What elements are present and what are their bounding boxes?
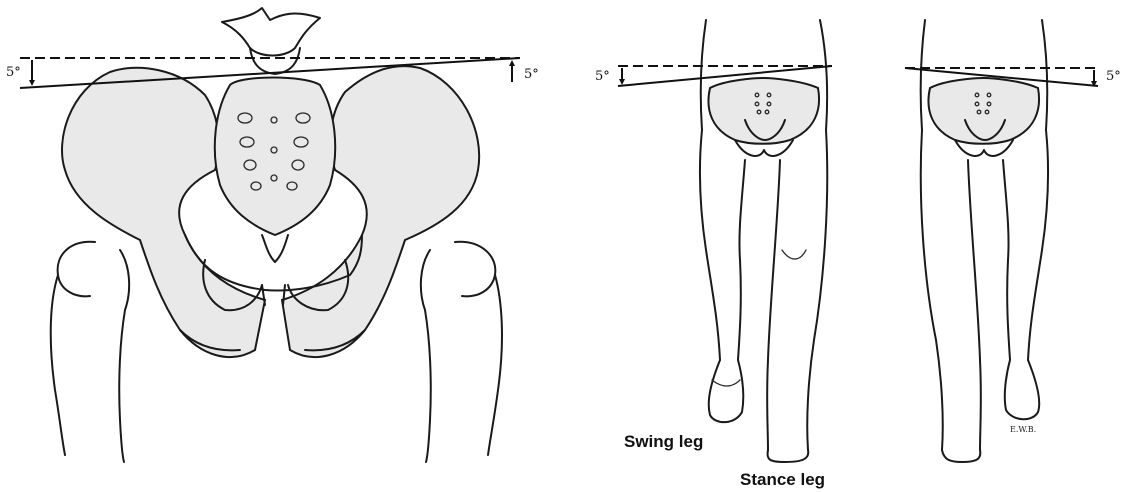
stance-leg-label: Stance leg	[740, 470, 825, 490]
figure-posterior-view-2: E.W.B.	[921, 20, 1048, 462]
swing-leg-label: Swing leg	[624, 432, 703, 452]
pelvis-illustration	[51, 8, 502, 462]
artist-signature: E.W.B.	[1010, 425, 1036, 434]
legs-left-angle-label: 5°	[595, 69, 610, 84]
figure-posterior-view-1	[700, 20, 827, 462]
pelvis-right-angle-label: 5°	[524, 67, 539, 82]
pelvis-left-angle-label: 5°	[6, 65, 21, 80]
legs-right-angle-label: 5°	[1106, 69, 1121, 84]
